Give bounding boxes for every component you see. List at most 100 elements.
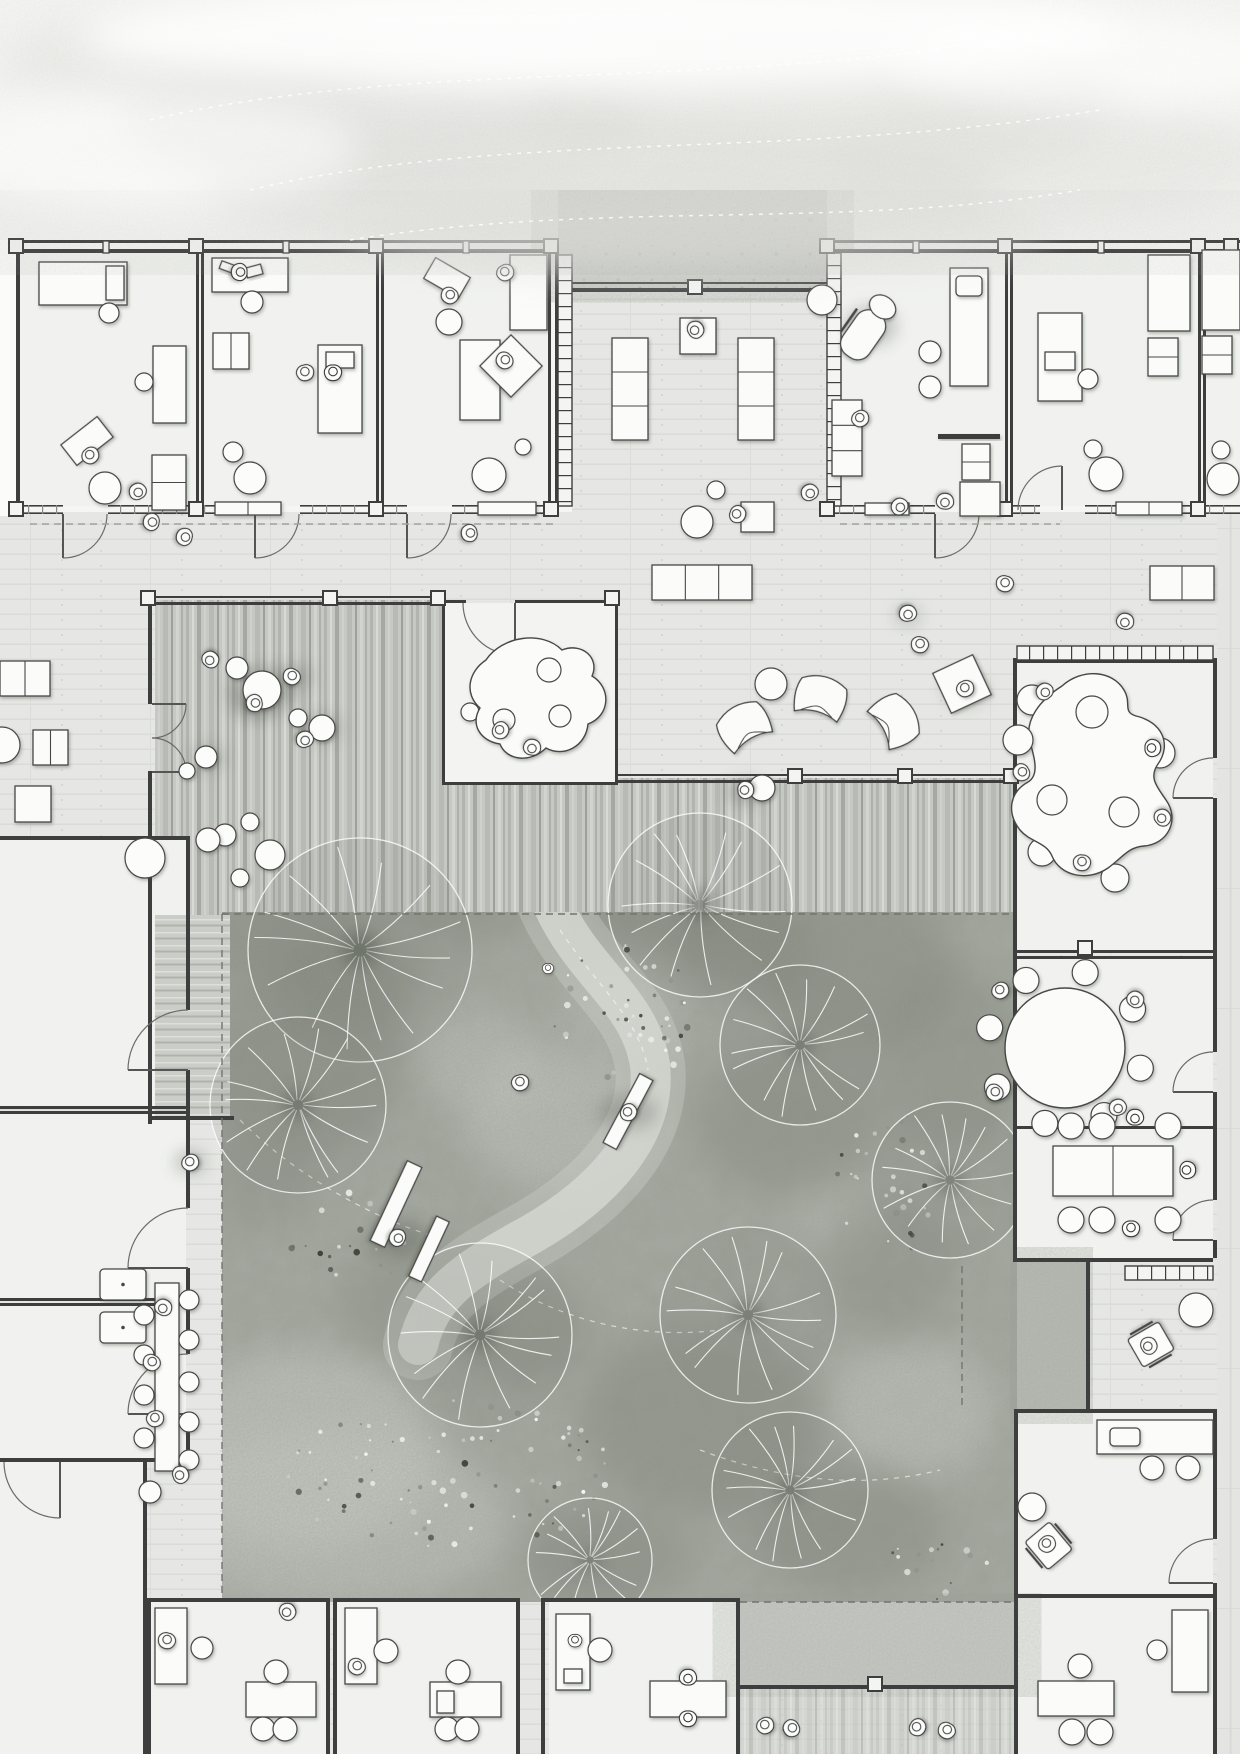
stool-circle	[194, 745, 218, 769]
person	[1121, 1220, 1141, 1238]
terrain-fog	[80, 0, 1120, 90]
wall	[1213, 1583, 1217, 1754]
confetti-dots	[891, 1543, 989, 1601]
stool-circle	[133, 1384, 155, 1406]
garden-path	[398, 912, 671, 1365]
door-swing-arc	[1172, 1051, 1214, 1093]
wall	[1213, 658, 1217, 758]
table-square	[740, 501, 775, 533]
person	[678, 1710, 698, 1728]
wall	[1213, 1092, 1217, 1126]
stool-circle	[0, 726, 21, 764]
wall	[147, 1598, 330, 1602]
door-swing-arc	[1017, 465, 1063, 511]
window-mullion	[839, 505, 841, 514]
person	[230, 262, 248, 282]
tree-trunk-core	[733, 1300, 763, 1330]
tree	[209, 1016, 387, 1194]
door	[127, 1207, 189, 1269]
wall	[617, 774, 1017, 776]
stool-circle	[88, 471, 122, 505]
window-mullion	[134, 505, 136, 514]
door-swing-arc	[3, 1461, 61, 1519]
tree	[247, 837, 473, 1063]
wall	[1018, 1594, 1213, 1598]
tree-trunk-core	[685, 890, 715, 920]
window-mullion	[1223, 505, 1225, 514]
window-mullion	[56, 505, 58, 514]
wall	[1018, 1409, 1213, 1413]
stool	[1126, 1054, 1154, 1082]
garden-clip-group	[222, 912, 1017, 1602]
halfwall	[938, 434, 1000, 439]
stool-circle	[250, 1716, 276, 1742]
wall	[1213, 798, 1217, 950]
wheelchair-wheel	[1129, 1320, 1154, 1336]
wall	[143, 1462, 147, 1754]
door-swing-arc	[127, 1009, 189, 1071]
stool-circle	[1088, 456, 1124, 492]
window-sill	[300, 512, 407, 514]
stool-circle	[1139, 1455, 1165, 1481]
window-rung	[1043, 646, 1045, 660]
sideboard	[651, 564, 753, 601]
window-rung	[1207, 1266, 1209, 1280]
structural-column	[140, 590, 156, 606]
window-rung	[558, 280, 572, 282]
stool	[1100, 863, 1130, 893]
table-cutout	[1036, 784, 1068, 816]
structural-column	[687, 279, 703, 295]
window-rung	[1137, 1266, 1139, 1280]
door	[1172, 1199, 1214, 1241]
wall	[516, 1598, 520, 1754]
garden-trail-dashed	[559, 929, 649, 1071]
wardrobe	[1171, 1609, 1209, 1693]
play-table-organic	[1010, 672, 1176, 893]
person-wheelchair	[1127, 1320, 1175, 1369]
stool-circle	[272, 1716, 298, 1742]
wall	[381, 253, 384, 506]
stool-circle	[240, 290, 264, 314]
stool-circle	[918, 375, 942, 399]
window-mullion	[1097, 505, 1099, 514]
window-mullion	[120, 505, 122, 514]
person	[1179, 1160, 1197, 1180]
window-rung	[558, 358, 572, 360]
window-rung	[1169, 646, 1171, 660]
wall	[541, 1598, 545, 1754]
desk	[152, 345, 187, 424]
window-rung	[1155, 646, 1157, 660]
door-swing-arc	[127, 1207, 189, 1269]
curvy-armchair	[715, 701, 774, 755]
lounge-chair	[839, 294, 897, 361]
garden-trail-dashed	[499, 1279, 721, 1334]
structural-column	[368, 501, 384, 517]
layer-walls	[0, 238, 1240, 1754]
table-cutout	[1108, 796, 1140, 828]
door	[3, 1461, 61, 1519]
window-rung	[1179, 1266, 1181, 1280]
terrain-contour-dashed	[349, 189, 1081, 241]
item	[563, 1668, 583, 1684]
stool-circle	[233, 461, 267, 495]
wall	[376, 253, 379, 506]
wall	[1017, 956, 1213, 959]
structural-column	[1190, 501, 1206, 517]
window-mullion	[312, 505, 314, 514]
window-rung	[558, 410, 572, 412]
bench	[214, 501, 282, 516]
stool-circle	[514, 438, 532, 456]
stool-circle	[445, 1659, 471, 1685]
window-rung	[558, 345, 572, 347]
stool-circle	[1154, 1206, 1182, 1234]
window-rung	[1183, 646, 1185, 660]
window-mullion	[396, 505, 398, 514]
wall	[333, 1598, 337, 1754]
window-sill	[108, 512, 255, 514]
stool-circle	[1211, 440, 1231, 460]
tree-trunk-core	[937, 1167, 963, 1193]
wall	[0, 1106, 190, 1109]
bay-deck	[740, 1688, 1014, 1754]
stool	[1012, 966, 1040, 995]
window-rung	[827, 369, 841, 371]
